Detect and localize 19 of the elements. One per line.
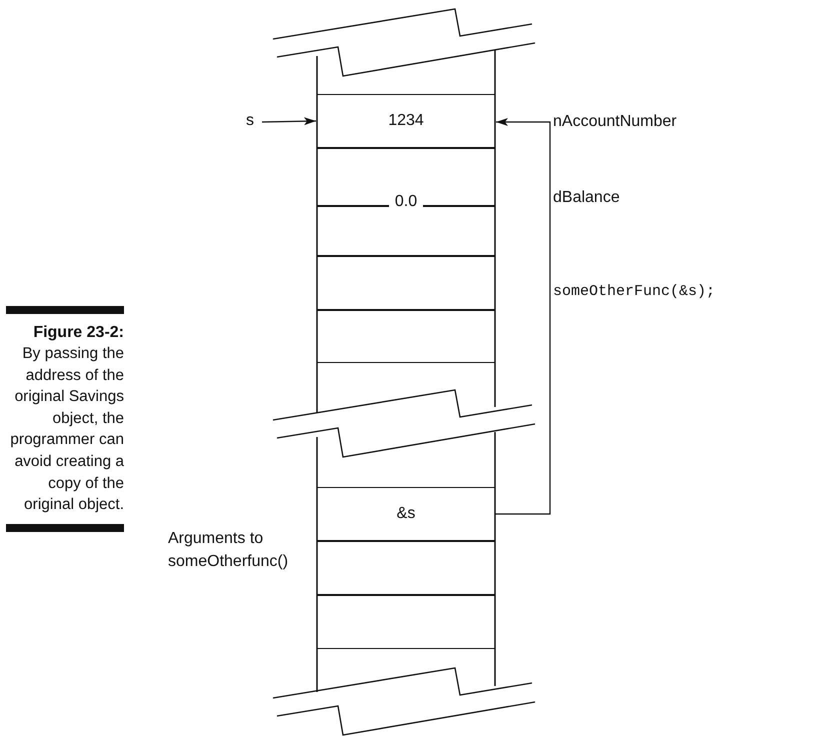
cell-value: &s bbox=[396, 505, 416, 523]
cell-value: 1234 bbox=[388, 112, 424, 130]
field-label: nAccountNumber bbox=[553, 112, 677, 132]
arrow bbox=[262, 117, 316, 126]
memory-cell bbox=[317, 595, 495, 649]
memory-cell bbox=[317, 256, 495, 310]
cell-value: 0.0 bbox=[394, 193, 418, 211]
figure-caption: By passing the address of the original Savings object, the programmer can avoid creating a copy of the original object. bbox=[9, 344, 124, 516]
memory-cell bbox=[317, 94, 495, 148]
memory-cell bbox=[317, 487, 495, 541]
memory-cell bbox=[317, 148, 495, 256]
variable-name: s bbox=[246, 111, 254, 131]
memory-cell bbox=[317, 541, 495, 595]
arrow bbox=[495, 118, 551, 515]
code-label: someOtherFunc(&s); bbox=[553, 282, 716, 302]
figure-title: Figure 23-2: bbox=[33, 323, 124, 343]
memory-cell bbox=[317, 310, 495, 363]
field-label: Arguments to someOtherfunc() bbox=[168, 529, 290, 572]
field-label: dBalance bbox=[553, 188, 620, 208]
